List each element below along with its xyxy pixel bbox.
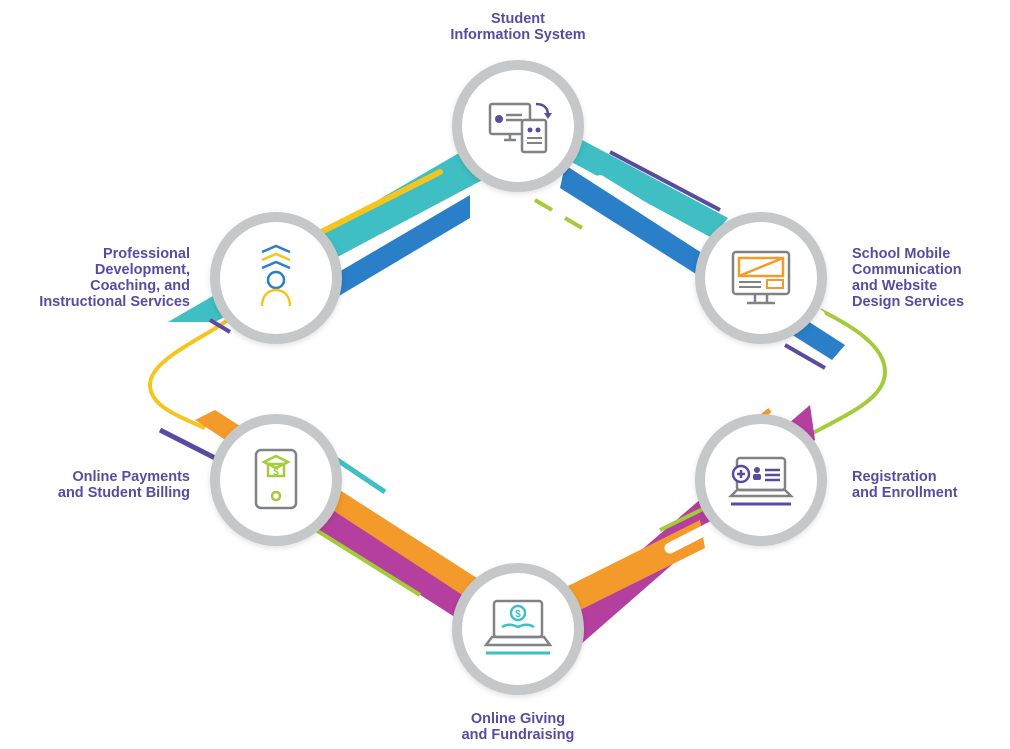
node-online-payments: $ [220,424,332,536]
node-registration-enrollment [705,424,817,536]
svg-text:$: $ [273,467,279,478]
label-professional-development: Professional Development, Coaching, and … [39,246,190,310]
node-website-design [705,222,817,334]
green-dash-2 [563,216,584,230]
online-payments-icon: $ [254,448,298,510]
node-student-information-system [462,70,574,182]
student-information-system-icon [488,102,552,154]
svg-text:$: $ [515,609,521,620]
node-online-giving: $ [462,573,574,685]
label-website-design: School Mobile Communication and Website … [852,246,965,310]
label-student-information-system: Student Information System [450,11,586,43]
green-dash-1 [533,198,554,212]
online-giving-icon: $ [483,599,553,655]
label-registration-enrollment: Registration and Enrollment [852,469,958,501]
purple-stripe-lower-left [158,427,217,461]
teal-stripe-lower-left [328,452,387,495]
teal-band-upper-right [540,120,728,238]
green-stripe-lower-left [298,518,422,597]
green-stripe-lower-right [659,506,706,532]
purple-stripe-left [208,318,232,334]
professional-development-icon [260,244,292,307]
node-professional-development [220,222,332,334]
label-online-payments: Online Payments and Student Billing [57,469,190,501]
registration-enrollment-icon [727,456,795,506]
purple-stripe-upper-right [609,150,721,212]
magenta-band-lower-left [280,475,490,630]
white-stripe-lower-right [664,519,721,554]
label-online-giving: Online Giving and Fundraising [461,711,575,743]
website-design-icon [731,250,791,305]
yellow-connector [147,318,230,430]
purple-stripe-right [784,343,826,370]
orange-band-lower-right [560,520,705,615]
green-connector [799,308,888,442]
orange-dash-right [758,408,772,420]
